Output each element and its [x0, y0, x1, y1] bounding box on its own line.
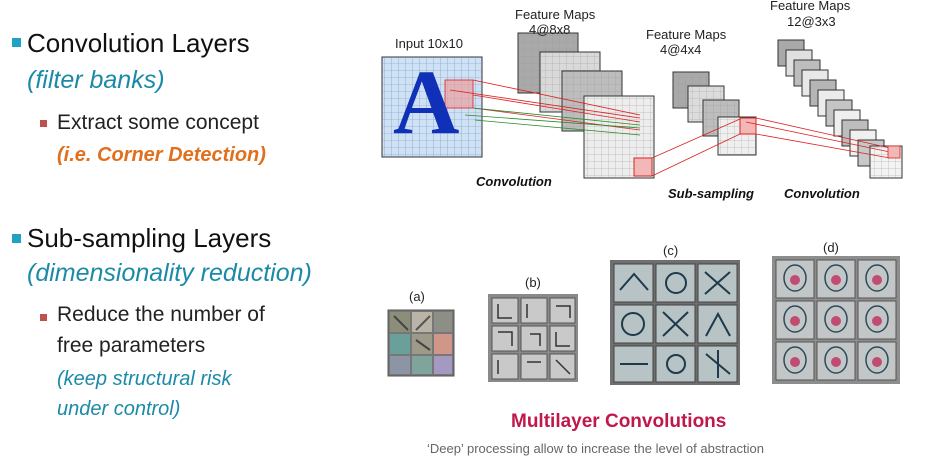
op-convolution-2: Convolution: [784, 186, 860, 201]
feature-maps-2: [672, 71, 757, 156]
panel-a: [387, 309, 455, 377]
sub-note-line2: under control): [57, 398, 181, 420]
sub-note-line1: (keep structural risk: [57, 368, 232, 390]
conv-example: (i.e. Corner Detection): [57, 144, 266, 166]
panel-b: [488, 294, 578, 382]
op-subsampling: Sub-sampling: [668, 186, 754, 201]
conv-layers-subtitle: (filter banks): [27, 66, 165, 94]
panel-b-label: (b): [525, 275, 541, 290]
sub-bullet-icon: [40, 120, 47, 127]
panel-a-label: (a): [409, 289, 425, 304]
panel-d-label: (d): [823, 240, 839, 255]
fm2-label-line2: 4@4x4: [660, 42, 702, 57]
subsampling-layers-subtitle: (dimensionality reduction): [27, 259, 312, 287]
panel-d: [772, 256, 900, 384]
fm3-label-line1: Feature Maps: [770, 0, 851, 13]
subsampling-layers-title: Sub-sampling Layers: [27, 223, 272, 253]
input-label: Input 10x10: [395, 36, 463, 51]
fm2-label-line1: Feature Maps: [646, 27, 727, 42]
connection-lines: [444, 79, 901, 177]
sub-point-line1: Reduce the number of: [57, 303, 265, 326]
conv-point: Extract some concept: [57, 111, 259, 134]
panel-c: [610, 260, 740, 385]
feature-maps-3: [777, 39, 903, 179]
cnn-architecture-diagram: [381, 32, 903, 179]
multilayer-subtitle: ‘Deep’ processing allow to increase the …: [427, 441, 764, 456]
fm1-label-line2: 4@8x8: [529, 22, 571, 37]
input-letter-a: A: [393, 51, 460, 153]
sub-bullet-icon: [40, 314, 47, 321]
fm1-label-line1: Feature Maps: [515, 7, 596, 22]
bullet-square-icon: [12, 234, 21, 243]
op-convolution-1: Convolution: [476, 174, 552, 189]
feature-panels: [387, 256, 900, 385]
sub-point-line2: free parameters: [57, 334, 206, 357]
bullet-square-icon: [12, 38, 21, 47]
conv-layers-title: Convolution Layers: [27, 28, 250, 58]
panel-c-label: (c): [663, 243, 679, 258]
multilayer-title: Multilayer Convolutions: [511, 411, 727, 432]
fm3-label-line2: 12@3x3: [787, 14, 836, 29]
